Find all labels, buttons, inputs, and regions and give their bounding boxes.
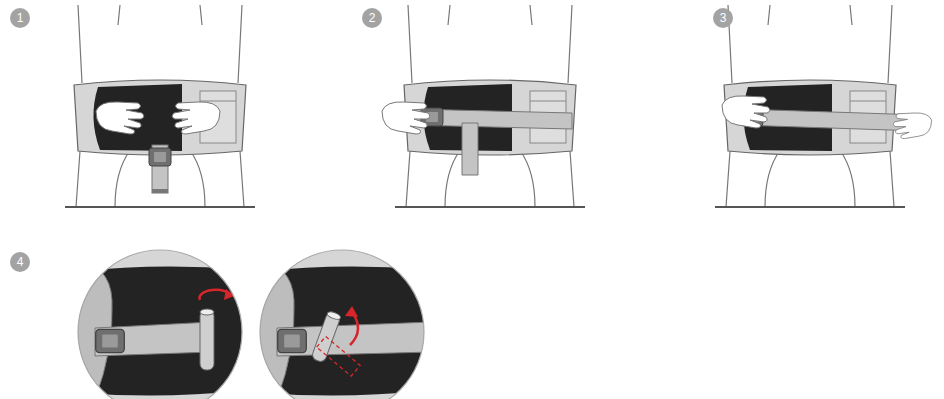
step-circle (10, 8, 30, 28)
step-label: 1 (10, 8, 30, 28)
step-circle (713, 8, 733, 28)
step-label: 2 (362, 8, 382, 28)
step-one-figure (65, 5, 255, 207)
step-circle (362, 8, 382, 28)
step-two-figure (382, 5, 585, 207)
step-number: 1 (10, 8, 30, 28)
detail-inset (70, 245, 250, 399)
step-number: 4 (10, 252, 30, 272)
step-label: 3 (713, 8, 733, 28)
step-circle (10, 252, 30, 272)
step-three-figure (715, 5, 932, 207)
step-number: 3 (713, 8, 733, 28)
detail-inset (252, 245, 432, 399)
step-number: 2 (362, 8, 382, 28)
step-label: 4 (10, 252, 30, 272)
